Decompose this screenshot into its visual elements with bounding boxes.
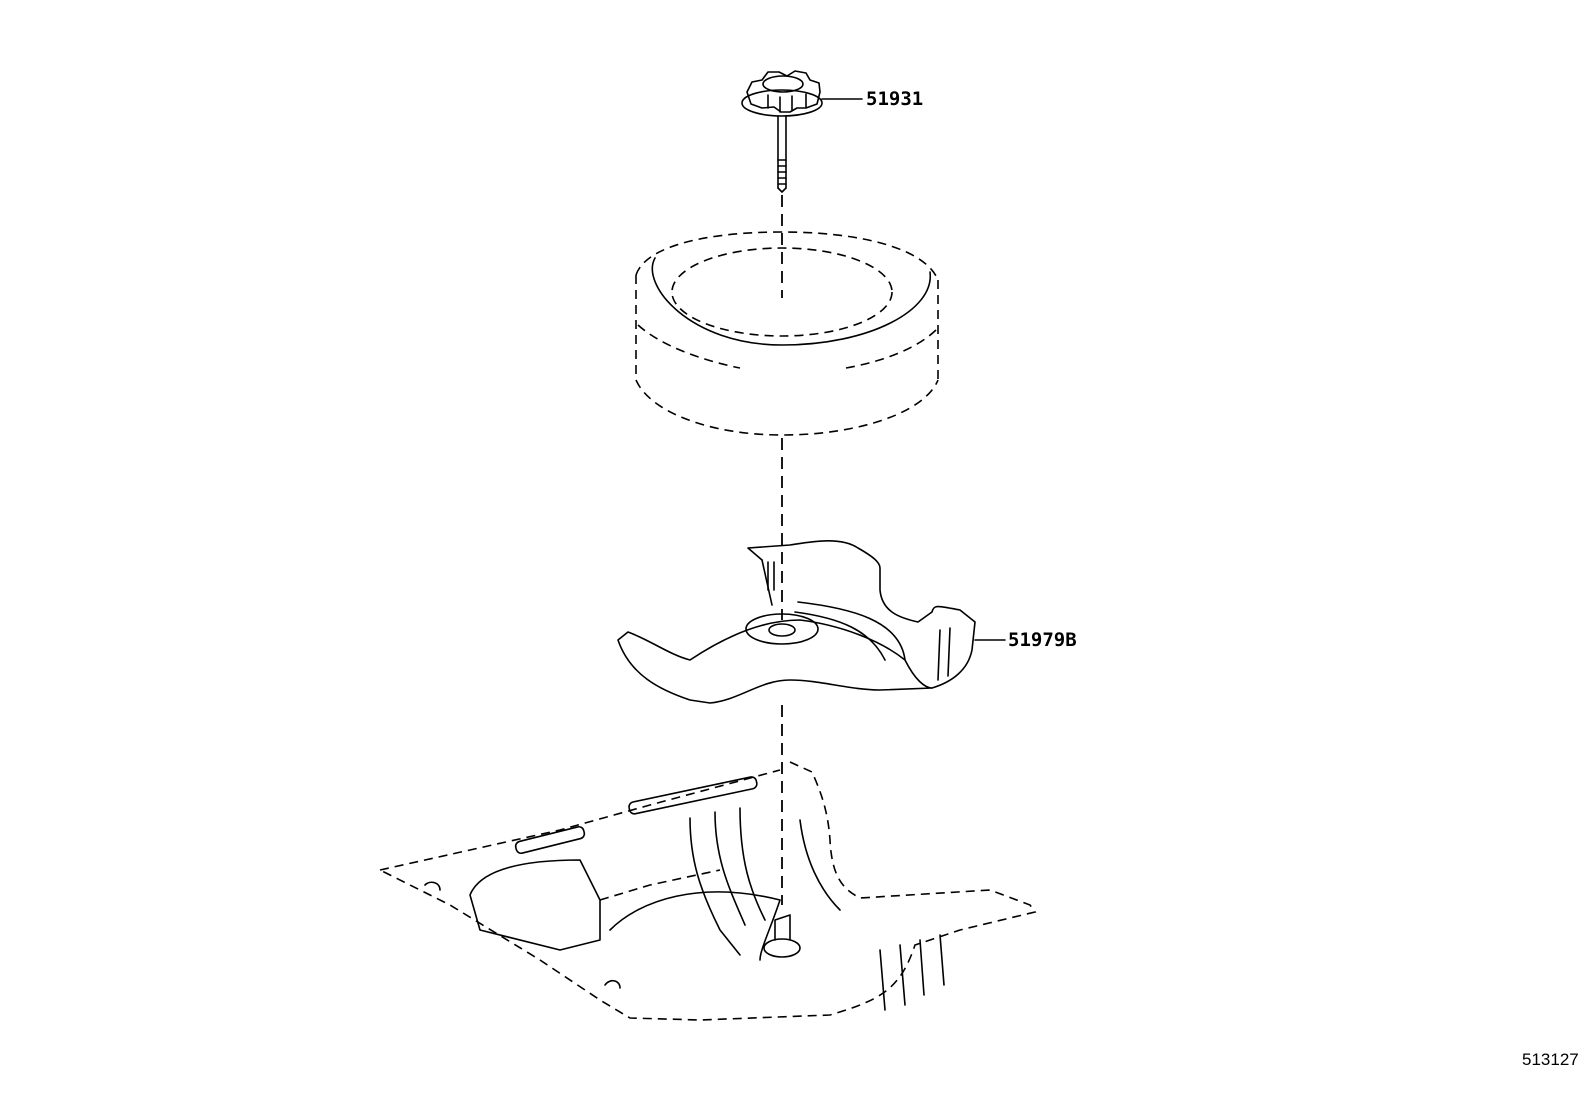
spare-tire-icon [635, 231, 939, 436]
floor-pan-icon [379, 761, 1037, 1021]
tire-holder-icon [617, 540, 976, 704]
part-number-label-51979b: 51979B [1008, 629, 1077, 651]
illustration-number: 513127 [1522, 1050, 1579, 1069]
clamp-bolt-icon [741, 70, 823, 193]
part-number-label-51931: 51931 [866, 88, 924, 110]
